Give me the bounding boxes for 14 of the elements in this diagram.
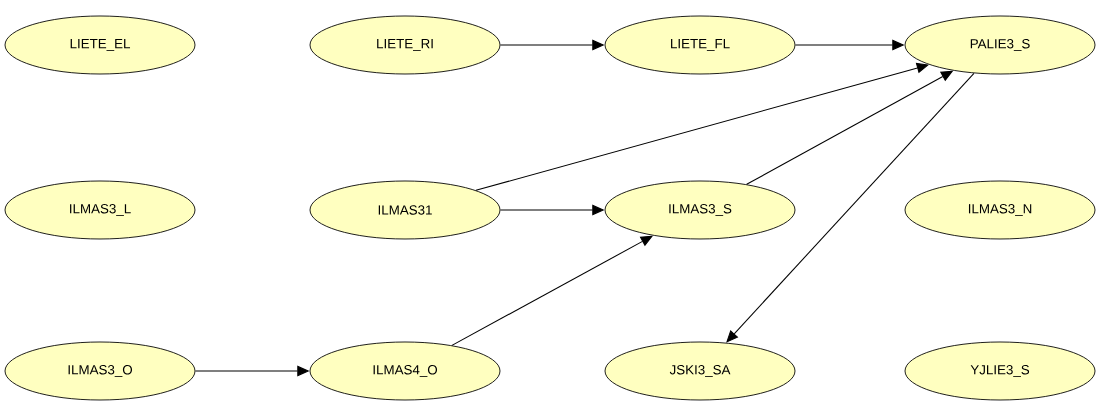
ellipse-node: JSKI3_SA [604, 341, 796, 401]
ellipse-node: ILMAS3_L [4, 180, 196, 240]
ellipse-node: ILMAS3_O [4, 341, 196, 401]
ellipse-node: YJLIE3_S [904, 341, 1096, 401]
ellipse-node: ILMAS4_O [309, 341, 501, 401]
ellipse-node: LIETE_RI [309, 15, 501, 75]
ellipse-node: ILMAS31 [309, 180, 501, 240]
ellipse-node: LIETE_EL [4, 15, 196, 75]
ellipse-node: ILMAS3_S [604, 180, 796, 240]
ellipse-node: ILMAS3_N [904, 180, 1096, 240]
arrow [726, 72, 975, 343]
arrow [475, 62, 929, 191]
ellipse-node: LIETE_FL [604, 15, 796, 75]
ellipse-node: PALIE3_S [904, 15, 1096, 75]
